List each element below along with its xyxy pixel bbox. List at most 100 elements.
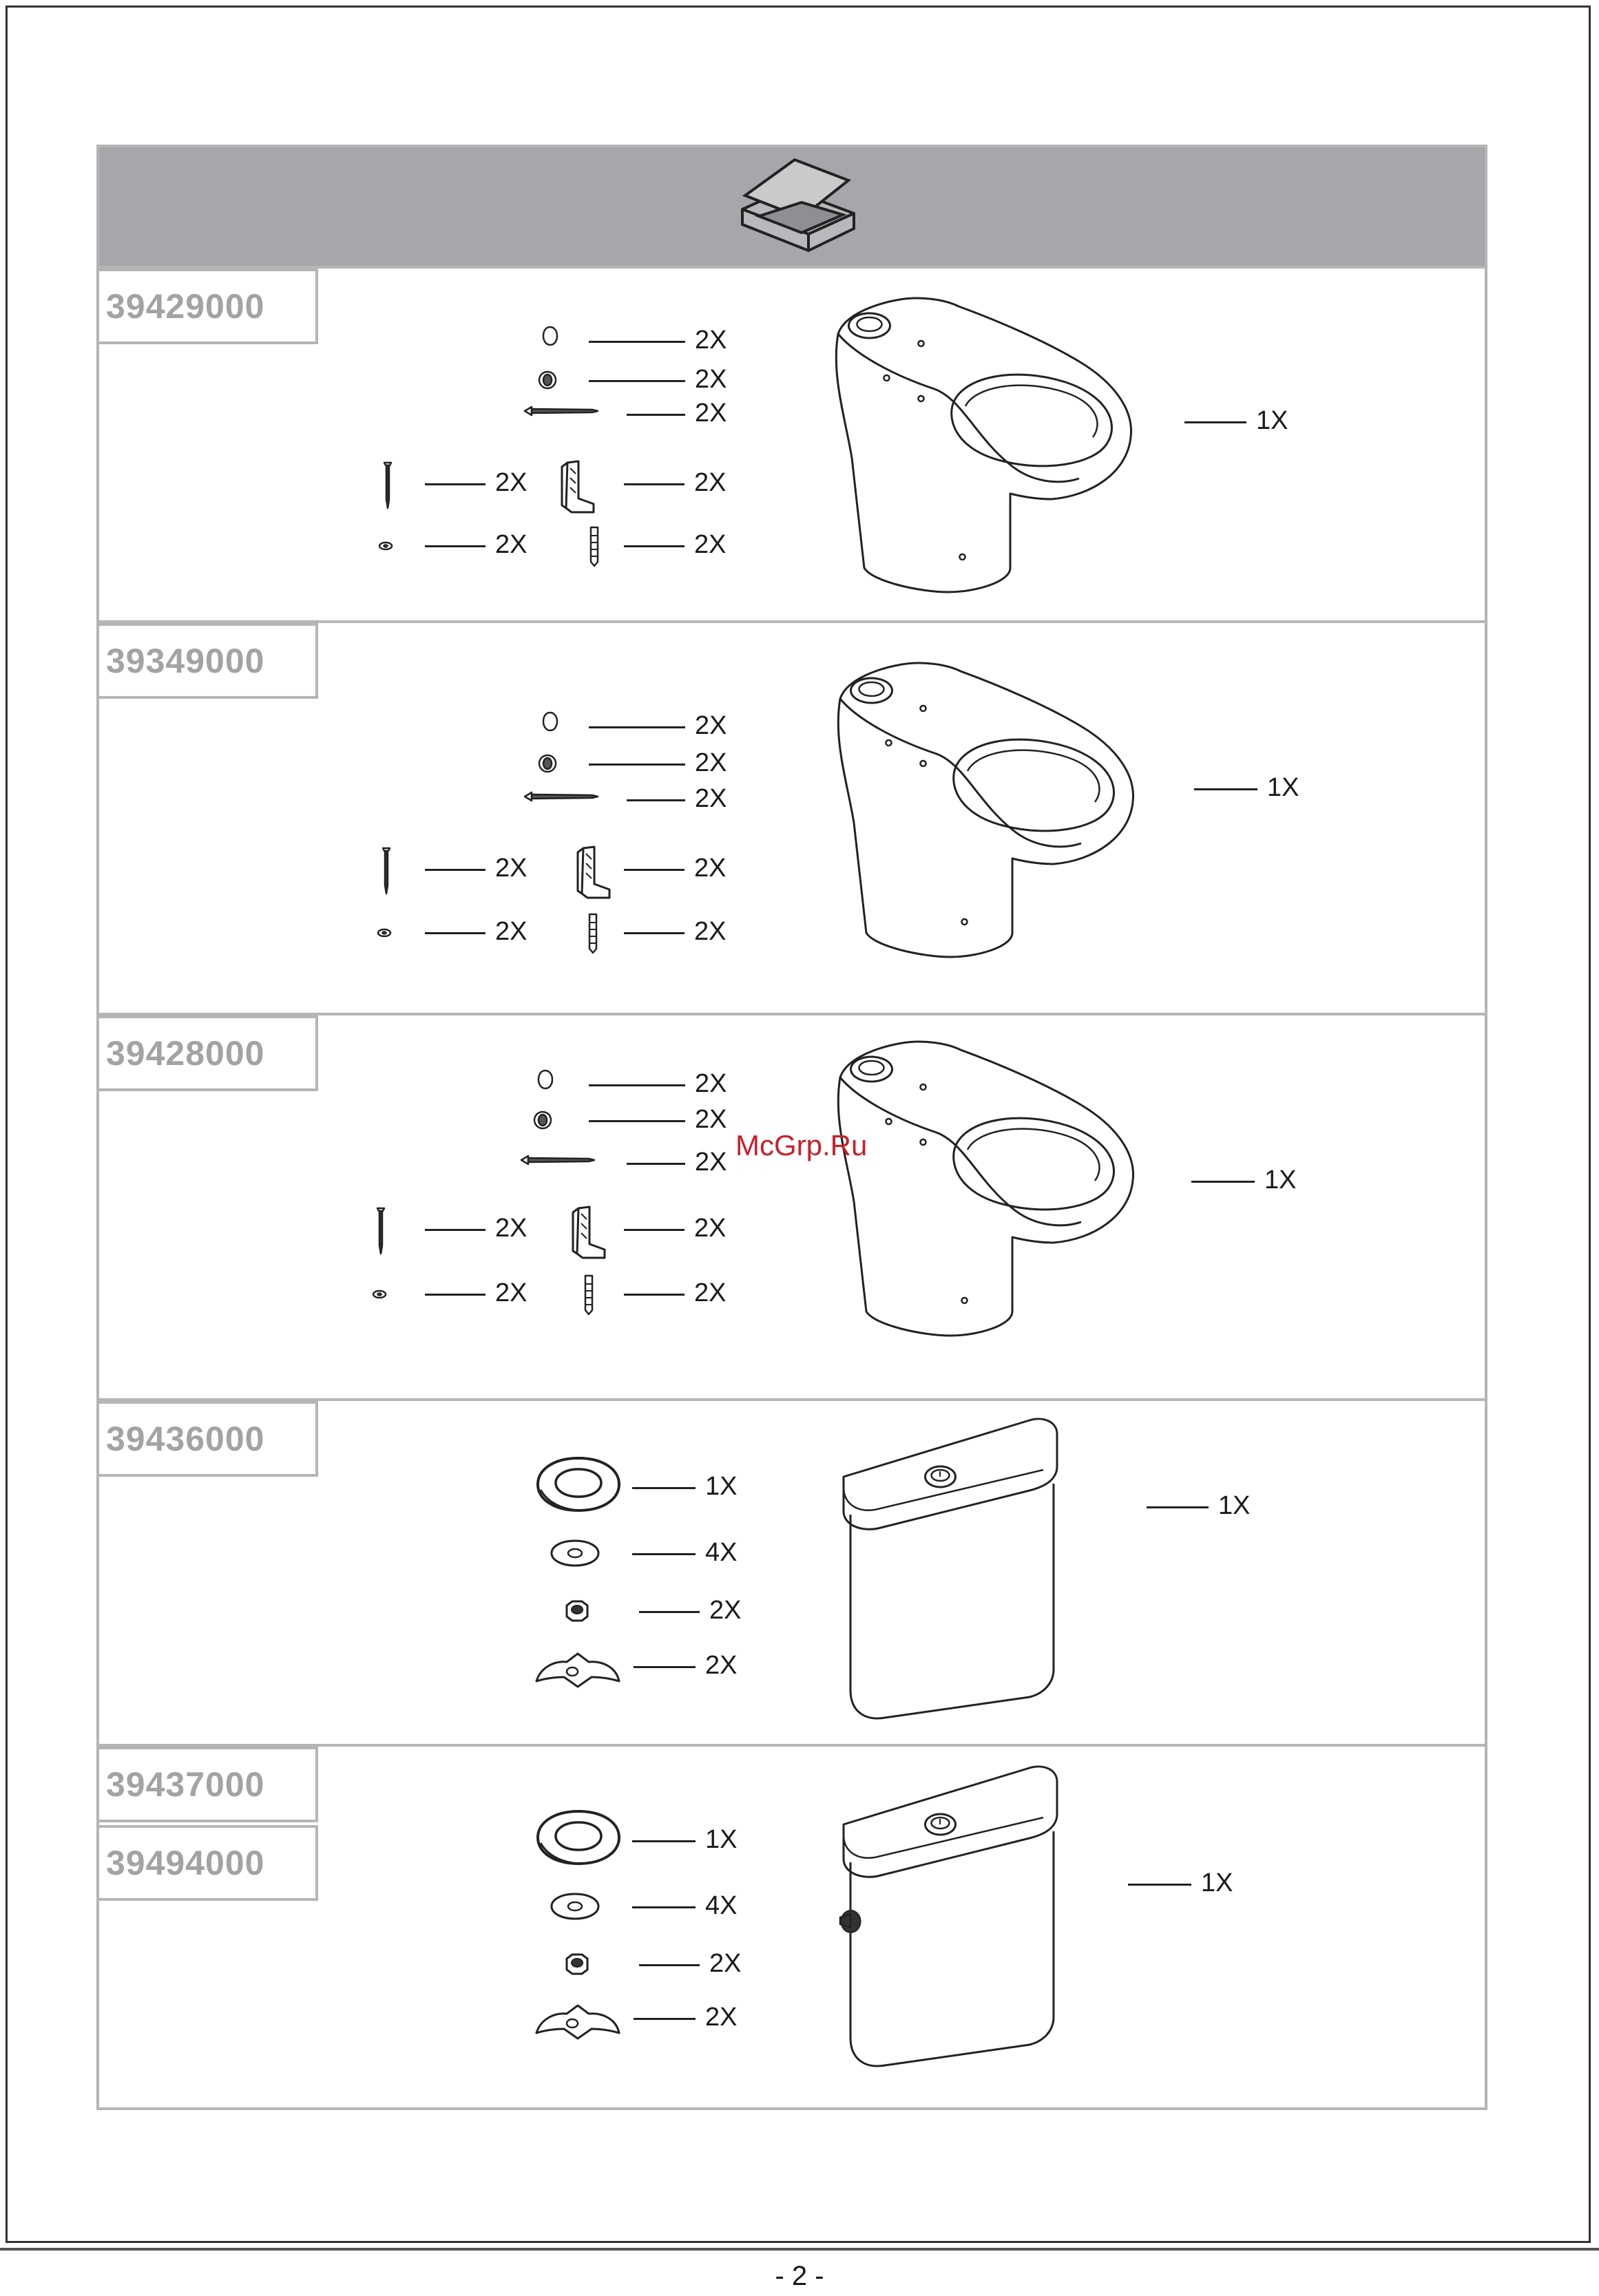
leader-line bbox=[639, 1964, 700, 1966]
quantity-label: 2X bbox=[495, 917, 527, 947]
nut-icon bbox=[561, 1952, 592, 1977]
grommet-icon bbox=[537, 753, 558, 774]
nut-icon bbox=[561, 1599, 592, 1623]
leader-line bbox=[589, 341, 685, 343]
leader-line bbox=[589, 726, 685, 728]
screw-icon bbox=[375, 1207, 386, 1255]
quantity-label: 1X bbox=[1256, 406, 1288, 436]
leader-line bbox=[1128, 1884, 1191, 1886]
toilet-bowl-icon bbox=[819, 1036, 1143, 1346]
leader-line bbox=[1184, 421, 1246, 423]
section-39436000: 39436000 bbox=[99, 1398, 1485, 1744]
article-number: 39437000 bbox=[99, 1747, 318, 1822]
long-screw-icon bbox=[523, 790, 599, 803]
bracket-icon bbox=[574, 845, 615, 901]
quantity-label: 1X bbox=[705, 1825, 737, 1855]
leader-line bbox=[624, 869, 684, 871]
quantity-label: 2X bbox=[695, 1069, 727, 1099]
leader-line bbox=[624, 545, 684, 547]
leader-line bbox=[627, 799, 685, 801]
quantity-label: 2X bbox=[694, 1278, 726, 1308]
section-39349000: 39349000 bbox=[99, 620, 1485, 1013]
toilet-bowl-icon bbox=[819, 657, 1143, 967]
wing-nut-icon bbox=[534, 1647, 623, 1695]
flat-washer-icon bbox=[547, 1890, 603, 1924]
flat-washer-icon bbox=[547, 1537, 603, 1571]
quantity-label: 2X bbox=[495, 854, 527, 883]
leader-line bbox=[1194, 788, 1257, 790]
leader-line bbox=[624, 483, 684, 485]
leader-line bbox=[425, 869, 485, 871]
quantity-label: 2X bbox=[709, 1596, 741, 1625]
quantity-label: 2X bbox=[705, 2003, 737, 2032]
article-number: 39429000 bbox=[99, 268, 318, 344]
dowel-icon bbox=[583, 1274, 595, 1316]
leader-line bbox=[624, 932, 684, 934]
leader-line bbox=[425, 545, 485, 547]
leader-line bbox=[624, 1229, 684, 1231]
quantity-label: 4X bbox=[705, 1891, 737, 1921]
cistern-icon bbox=[837, 1415, 1085, 1725]
cistern-side-inlet-icon bbox=[837, 1762, 1085, 2072]
leader-line bbox=[589, 380, 685, 382]
dowel-icon bbox=[588, 526, 600, 567]
leader-line bbox=[1147, 1506, 1209, 1508]
leader-line bbox=[639, 1611, 700, 1613]
grommet-icon bbox=[537, 370, 558, 390]
leader-line bbox=[627, 1163, 685, 1165]
washer-icon bbox=[377, 928, 392, 938]
leader-line bbox=[425, 1294, 485, 1296]
leader-line bbox=[634, 1666, 696, 1668]
screw-icon bbox=[381, 847, 392, 895]
quantity-label: 2X bbox=[694, 468, 726, 498]
wing-nut-icon bbox=[534, 1999, 623, 2047]
bracket-icon bbox=[569, 1205, 610, 1261]
article-number: 39428000 bbox=[99, 1015, 318, 1091]
screw-icon bbox=[382, 461, 393, 509]
article-number: 39349000 bbox=[99, 623, 318, 699]
leader-line bbox=[589, 1084, 685, 1086]
cap-icon bbox=[542, 326, 558, 346]
quantity-label: 2X bbox=[694, 917, 726, 947]
quantity-label: 2X bbox=[695, 711, 727, 741]
leader-line bbox=[632, 1906, 696, 1908]
grommet-icon bbox=[532, 1110, 553, 1130]
page-number: - 2 - bbox=[0, 2261, 1599, 2292]
quantity-label: 1X bbox=[1218, 1491, 1250, 1521]
quantity-label: 1X bbox=[1201, 1868, 1233, 1898]
quantity-label: 2X bbox=[695, 784, 727, 814]
leader-line bbox=[634, 2018, 696, 2020]
leader-line bbox=[624, 1294, 684, 1296]
section-39429000: 39429000 bbox=[99, 266, 1485, 620]
parts-table: 39429000 39349000 39428000 39436000 3943… bbox=[96, 145, 1487, 2110]
toilet-bowl-icon bbox=[817, 293, 1141, 602]
quantity-label: 2X bbox=[694, 530, 726, 560]
leader-line bbox=[425, 1229, 485, 1231]
quantity-label: 2X bbox=[495, 530, 527, 560]
rubber-seal-icon bbox=[534, 1454, 623, 1516]
long-screw-icon bbox=[520, 1153, 596, 1167]
quantity-label: 2X bbox=[495, 1278, 527, 1308]
quantity-label: 4X bbox=[705, 1538, 737, 1568]
bracket-icon bbox=[558, 460, 599, 515]
quantity-label: 2X bbox=[709, 1949, 741, 1979]
long-screw-icon bbox=[523, 404, 599, 418]
section-39437000-39494000: 39437000 39494000 bbox=[99, 1744, 1485, 2107]
leader-line bbox=[425, 932, 485, 934]
quantity-label: 2X bbox=[694, 854, 726, 883]
leader-line bbox=[632, 1553, 696, 1555]
leader-line bbox=[589, 763, 685, 766]
quantity-label: 2X bbox=[495, 1214, 527, 1243]
table-header bbox=[99, 147, 1485, 266]
leader-line bbox=[632, 1487, 696, 1489]
rubber-seal-icon bbox=[534, 1807, 623, 1869]
quantity-label: 1X bbox=[705, 1472, 737, 1502]
quantity-label: 2X bbox=[695, 326, 727, 355]
section-39428000: 39428000 bbox=[99, 1013, 1485, 1398]
leader-line bbox=[1191, 1181, 1255, 1183]
quantity-label: 1X bbox=[1264, 1166, 1296, 1195]
quantity-label: 2X bbox=[495, 468, 527, 498]
quantity-label: 2X bbox=[695, 399, 727, 428]
leader-line bbox=[627, 414, 685, 416]
quantity-label: 2X bbox=[695, 1148, 727, 1177]
